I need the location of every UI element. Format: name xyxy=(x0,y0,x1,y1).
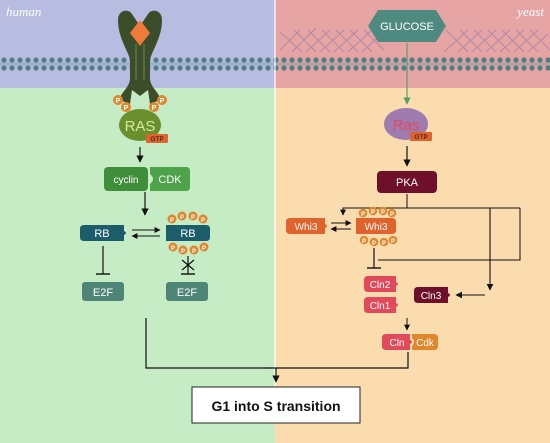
svg-text:P: P xyxy=(191,215,195,221)
svg-text:P: P xyxy=(202,246,206,252)
svg-text:P: P xyxy=(124,105,129,112)
svg-text:Cln1: Cln1 xyxy=(370,301,391,312)
svg-text:P: P xyxy=(381,210,385,216)
ras-yeast-node: Ras GTP xyxy=(384,108,432,141)
svg-text:P: P xyxy=(181,249,185,255)
e2f-node-1: E2F xyxy=(82,282,124,301)
inhibit-pka-cln xyxy=(378,208,521,261)
path-yeast-outcome xyxy=(290,352,409,369)
svg-text:P: P xyxy=(160,98,165,105)
svg-text:P: P xyxy=(201,218,205,224)
svg-text:Cln3: Cln3 xyxy=(421,291,442,302)
receptor-tyrosine-kinase xyxy=(118,10,162,104)
cell-wall xyxy=(279,27,550,53)
svg-text:Cln: Cln xyxy=(389,338,404,349)
gtp-human-badge xyxy=(146,134,168,143)
svg-text:P: P xyxy=(361,212,365,218)
svg-text:Whi3: Whi3 xyxy=(365,222,388,233)
svg-text:Cdk: Cdk xyxy=(416,338,435,349)
pka-node: PKA xyxy=(377,171,437,193)
receptor-phospho-sites: P P P P xyxy=(113,95,167,112)
gtp-yeast-badge xyxy=(410,132,432,141)
svg-text:E2F: E2F xyxy=(93,287,113,299)
svg-text:P: P xyxy=(180,215,184,221)
svg-text:GLUCOSE: GLUCOSE xyxy=(380,21,434,33)
svg-text:RB: RB xyxy=(180,228,195,240)
glucose-node: GLUCOSE xyxy=(368,10,446,42)
cln1-node: Cln1 xyxy=(364,297,398,313)
svg-text:RAS: RAS xyxy=(125,118,156,135)
rb-phospho-node: RB P P P P P P P P xyxy=(166,211,210,255)
whi3-phospho-node: Whi3 P P P P P P P P xyxy=(356,206,398,247)
svg-text:P: P xyxy=(170,218,174,224)
svg-text:P: P xyxy=(371,210,375,216)
svg-text:E2F: E2F xyxy=(177,287,197,299)
svg-text:P: P xyxy=(152,105,157,112)
svg-text:P: P xyxy=(192,249,196,255)
human-label: human xyxy=(6,4,41,19)
yeast-label: yeast xyxy=(515,4,544,19)
svg-text:P: P xyxy=(391,239,395,245)
rb-node: RB xyxy=(80,225,126,241)
svg-text:PKA: PKA xyxy=(396,177,419,189)
e2f-node-2: E2F xyxy=(166,282,208,301)
cln-cdk-complex: Cln Cdk xyxy=(382,334,438,350)
cyclin-cdk-complex: cyclin CDK xyxy=(104,167,190,191)
svg-text:GTP: GTP xyxy=(150,136,163,143)
cln3-node: Cln3 xyxy=(414,287,450,303)
ras-human-node: RAS GTP xyxy=(119,109,168,143)
svg-text:GTP: GTP xyxy=(414,134,427,141)
svg-text:P: P xyxy=(116,98,121,105)
svg-text:P: P xyxy=(390,212,394,218)
svg-text:cyclin: cyclin xyxy=(113,175,138,186)
svg-text:G1 into S transition: G1 into S transition xyxy=(211,398,340,414)
path-human-outcome xyxy=(145,318,268,369)
ligand-icon xyxy=(130,20,150,46)
svg-text:RB: RB xyxy=(94,228,109,240)
svg-text:Whi3: Whi3 xyxy=(295,222,318,233)
svg-text:P: P xyxy=(171,246,175,252)
svg-text:P: P xyxy=(362,239,366,245)
svg-text:P: P xyxy=(372,241,376,247)
outcome-box: G1 into S transition xyxy=(191,386,361,424)
svg-text:P: P xyxy=(382,241,386,247)
whi3-node: Whi3 xyxy=(286,218,327,234)
svg-text:Cln2: Cln2 xyxy=(370,280,391,291)
svg-text:Ras: Ras xyxy=(393,117,420,134)
svg-text:CDK: CDK xyxy=(158,174,182,186)
cln2-node: Cln2 xyxy=(364,276,398,292)
